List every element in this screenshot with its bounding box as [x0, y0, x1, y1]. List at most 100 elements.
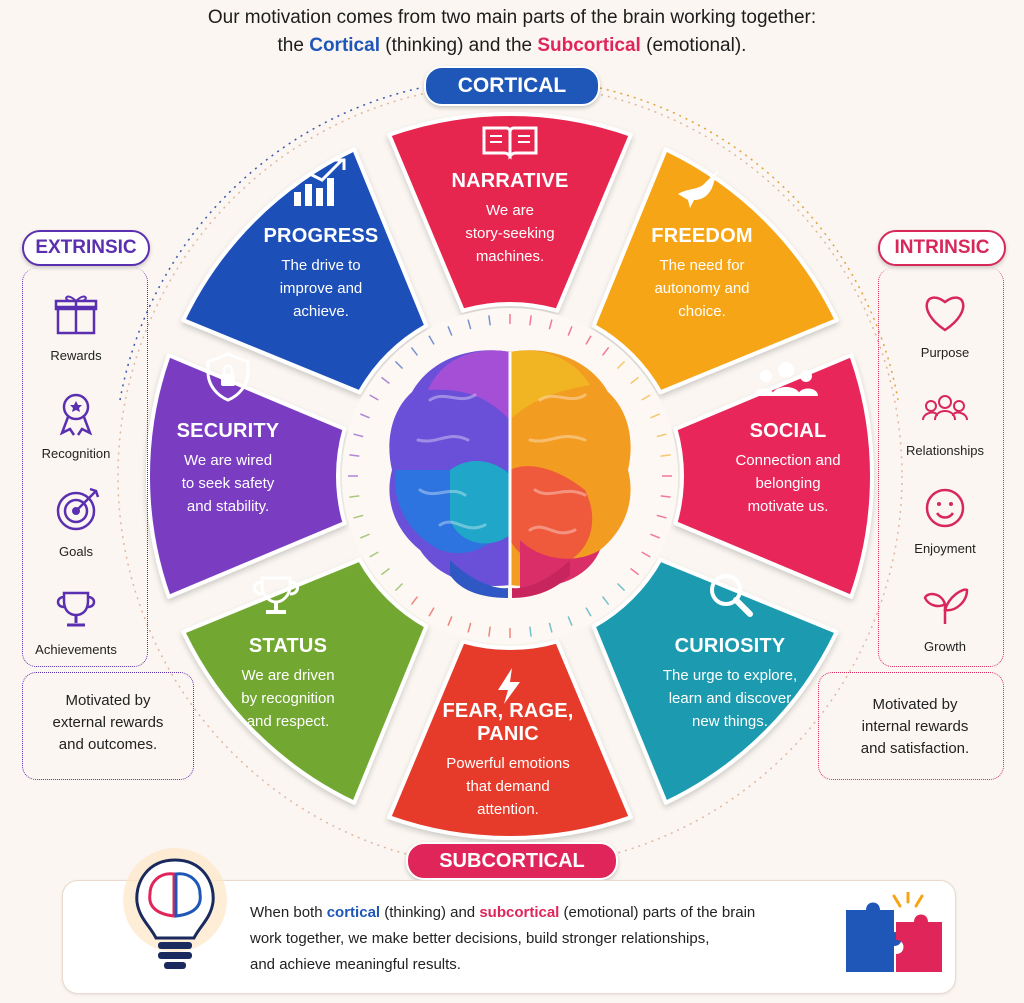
summary-line-1: When both cortical (thinking) and subcor… [250, 900, 830, 926]
extrinsic-note-line-2: external rewards [52, 714, 164, 731]
segment-status [181, 557, 429, 805]
center-ray [630, 567, 639, 576]
center-ray [641, 394, 651, 401]
intrinsic-item-label: Purpose [920, 345, 970, 360]
segment-security-title: SECURITY [176, 420, 280, 442]
center-ray [360, 533, 370, 539]
segment-progress-title: PROGRESS [263, 225, 379, 247]
center-ray [488, 626, 491, 637]
header-line-2: the Cortical (thinking) and the Subcorti… [0, 32, 1024, 60]
intrinsic-note-line-1: Motivated by [872, 696, 958, 713]
segment-status-title: STATUS [248, 635, 328, 657]
segment-curiosity-desc-line: new things. [692, 713, 768, 730]
center-ray [447, 326, 453, 336]
extrinsic-note-line-1: Motivated by [65, 692, 151, 709]
segment-status-desc-line: and respect. [246, 713, 330, 730]
magnifier-icon [710, 574, 753, 617]
header-line-2-post: (emotional). [640, 35, 747, 56]
header-subcortical: Subcortical [537, 35, 641, 56]
center-ray [567, 616, 573, 626]
extrinsic-item-label: Recognition [41, 446, 111, 461]
segment-progress-desc-line: achieve. [293, 303, 349, 320]
center-ray [394, 582, 404, 592]
outer-dotted-ring [117, 83, 903, 869]
summary-cortical: cortical [326, 904, 381, 921]
intrinsic-note-box [818, 672, 1004, 780]
segment-progress-desc-line: The drive to [281, 257, 361, 274]
segment-fear [387, 639, 633, 840]
extrinsic-item-label: Achievements [35, 642, 117, 657]
trophy-outline-icon [56, 591, 96, 627]
intrinsic-note-line-3: and satisfaction. [860, 740, 970, 757]
summary-line-3: and achieve meaningful results. [250, 956, 461, 973]
center-ray [467, 319, 472, 330]
segment-fear-title-2: PANIC [477, 723, 539, 745]
trophy-icon [253, 576, 299, 614]
intrinsic-items-box [878, 268, 1004, 667]
center-ray [641, 551, 651, 558]
center-ray [585, 335, 592, 345]
center-ray [548, 622, 553, 633]
header-line-2-pre: the [277, 35, 310, 56]
center-ray [447, 616, 453, 626]
center-ray [650, 533, 660, 539]
segment-progress-text: PROGRESS The drive to improve and achieve. [226, 225, 416, 323]
segment-narrative-desc-line: We are [485, 202, 535, 219]
segment-status-desc-line: We are driven [241, 667, 335, 684]
center-ray [529, 626, 532, 637]
center-ray [428, 335, 435, 345]
puzzle-pieces-icon [846, 892, 942, 972]
center-ray [360, 413, 370, 419]
extrinsic-note-line-3: and outcomes. [58, 736, 158, 753]
center-ray [369, 394, 379, 401]
segment-social-title: SOCIAL [749, 420, 827, 442]
header-text: Our motivation comes from two main parts… [0, 4, 1024, 60]
center-ray [349, 495, 360, 498]
extrinsic-items-box [22, 268, 148, 667]
segment-progress-desc-line: improve and [279, 280, 363, 297]
header-line-1: Our motivation comes from two main parts… [207, 7, 817, 28]
people-icon [754, 362, 818, 396]
center-ray [381, 376, 390, 385]
shield-lock-icon [206, 352, 250, 402]
intrinsic-item-label: Growth [924, 639, 966, 654]
center-ray [488, 315, 491, 326]
center-ray [650, 413, 660, 419]
smiley-icon [925, 488, 965, 528]
heart-icon [925, 296, 965, 332]
segment-curiosity-title: CURIOSITY [674, 635, 786, 657]
extrinsic-note: Motivated by external rewards and outcom… [26, 690, 190, 756]
segment-freedom-desc-line: autonomy and [654, 280, 750, 297]
center-ray [660, 495, 671, 498]
intrinsic-item-label: Relationships [905, 443, 985, 458]
center-ray [601, 347, 610, 356]
extrinsic-item-label: Goals [59, 544, 93, 559]
center-ray [353, 433, 364, 438]
segment-freedom-title: FREEDOM [651, 225, 753, 247]
book-icon [482, 126, 538, 160]
center-ray [428, 607, 435, 617]
summary-subcortical: subcortical [479, 904, 560, 921]
cortical-label: CORTICAL [424, 66, 600, 106]
intrinsic-note-line-2: internal rewards [861, 718, 969, 735]
center-ray [567, 326, 573, 336]
center-ray [529, 315, 532, 326]
segment-progress [181, 147, 429, 395]
target-icon [56, 487, 100, 531]
segment-security-desc-line: to seek safety [181, 475, 275, 492]
bird-icon [678, 170, 718, 208]
header-cortical: Cortical [309, 35, 380, 56]
segment-curiosity-desc-line: learn and discover [668, 690, 792, 707]
segment-fear-title: FEAR, RAGE, [442, 700, 574, 722]
center-rays [348, 314, 672, 638]
segment-fear-desc-line: Powerful emotions [446, 755, 570, 772]
center-ray [585, 607, 592, 617]
extrinsic-note-box [22, 672, 194, 780]
segment-fear-desc-line: attention. [477, 801, 539, 818]
extrinsic-item-label: Rewards [50, 348, 102, 363]
ribbon-badge-icon [59, 393, 93, 436]
